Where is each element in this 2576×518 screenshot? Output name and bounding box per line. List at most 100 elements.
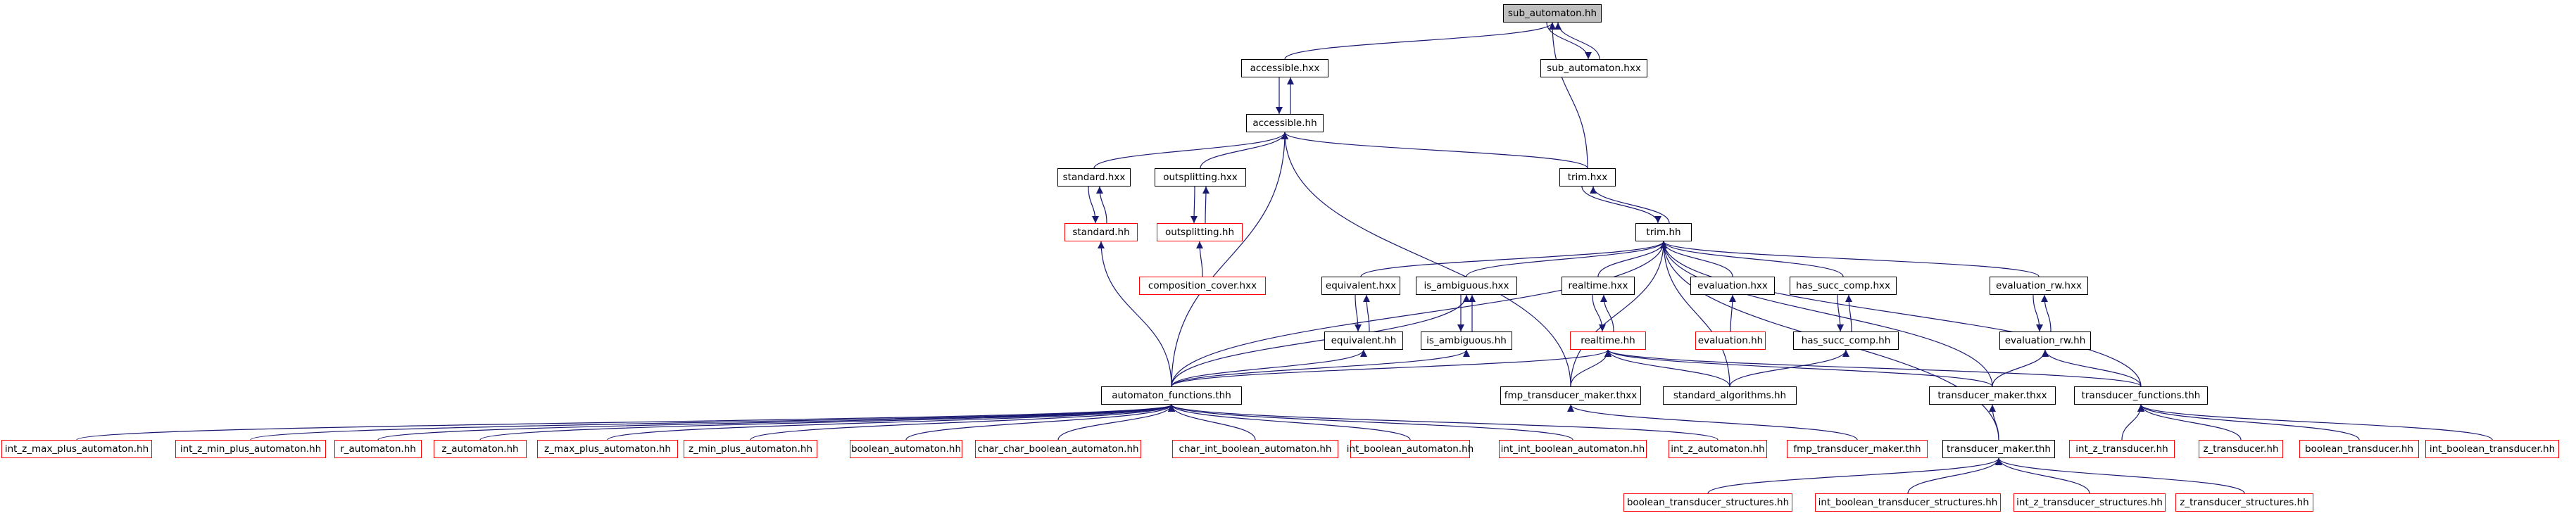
node-int-boolean-transducer-structures-hh[interactable]: int_boolean_transducer_structures.hh: [1815, 493, 2001, 512]
edge-automaton-functions-thh-to-equivalent-hh: [1171, 349, 1367, 387]
node-equivalent-hxx[interactable]: equivalent.hxx: [1321, 277, 1400, 295]
node-is-ambiguous-hxx[interactable]: is_ambiguous.hxx: [1416, 277, 1517, 295]
edge-composition-cover-hxx-to-outsplitting-hh: [1196, 241, 1204, 277]
edge-char-char-boolean-automaton-hh-to-automaton-functions-thh: [1057, 404, 1175, 441]
edge-z-max-plus-automaton-hh-to-automaton-functions-thh: [607, 404, 1175, 441]
edge-transducer-functions-thh-to-trim-hh: [1660, 241, 2142, 387]
edge-boolean-transducer-hh-to-transducer-functions-thh: [2137, 404, 2360, 441]
node-fmp-transducer-maker-thxx[interactable]: fmp_transducer_maker.thxx: [1500, 386, 1641, 405]
node-standard-algorithms-hh[interactable]: standard_algorithms.hh: [1663, 386, 1797, 405]
edge-equivalent-hh-to-equivalent-hxx: [1363, 294, 1371, 332]
edge-has-succ-comp-hh-to-has-succ-comp-hxx: [1845, 294, 1853, 332]
node-transducer-maker-thxx[interactable]: transducer_maker.thxx: [1929, 386, 2056, 405]
edge-evaluation-rw-hxx-to-trim-hh: [1660, 241, 2040, 277]
node-int-z-max-plus-automaton-hh[interactable]: int_z_max_plus_automaton.hh: [1, 440, 152, 458]
edge-standard-hxx-to-standard-hh: [1088, 186, 1099, 224]
edge-automaton-functions-thh-to-standard-hh: [1098, 241, 1172, 387]
node-realtime-hxx[interactable]: realtime.hxx: [1562, 277, 1635, 295]
node-z-min-plus-automaton-hh[interactable]: z_min_plus_automaton.hh: [684, 440, 817, 458]
edge-int-boolean-transducer-hh-to-transducer-functions-thh: [2137, 404, 2493, 441]
edge-trim-hxx-to-trim-hh: [1581, 186, 1661, 224]
edge-trim-hxx-to-sub-automaton-hh: [1549, 22, 1588, 169]
node-int-z-transducer-hh[interactable]: int_z_transducer.hh: [2069, 440, 2175, 458]
edge-boolean-transducer-structures-hh-to-transducer-maker-thh: [1707, 457, 2002, 494]
edge-standard-algorithms-hh-to-has-succ-comp-hh: [1729, 349, 1849, 387]
edge-r-automaton-hh-to-automaton-functions-thh: [377, 404, 1175, 441]
edge-equivalent-hxx-to-trim-hh: [1360, 241, 1667, 277]
edge-realtime-hxx-to-realtime-hh: [1592, 294, 1606, 332]
edge-transducer-maker-thxx-to-trim-hh: [1660, 241, 1993, 387]
edge-trim-hh-to-trim-hxx: [1590, 186, 1670, 224]
node-evaluation-hxx[interactable]: evaluation.hxx: [1690, 277, 1775, 295]
edge-automaton-functions-thh-to-realtime-hh: [1171, 349, 1611, 387]
node-standard-hh[interactable]: standard.hh: [1064, 223, 1138, 241]
node-z-max-plus-automaton-hh[interactable]: z_max_plus_automaton.hh: [537, 440, 678, 458]
node-evaluation-rw-hxx[interactable]: evaluation_rw.hxx: [1990, 277, 2088, 295]
node-realtime-hh[interactable]: realtime.hh: [1570, 331, 1646, 350]
edge-fmp-transducer-maker-thh-to-fmp-transducer-maker-thxx: [1567, 404, 1858, 441]
edge-standard-hxx-to-accessible-hh: [1093, 132, 1288, 169]
node-fmp-transducer-maker-thh[interactable]: fmp_transducer_maker.thh: [1787, 440, 1928, 458]
node-is-ambiguous-hh[interactable]: is_ambiguous.hh: [1421, 331, 1512, 350]
edge-z-min-plus-automaton-hh-to-automaton-functions-thh: [750, 404, 1175, 441]
edge-automaton-functions-thh-to-trim-hh: [1171, 241, 1667, 387]
node-int-int-boolean-automaton-hh[interactable]: int_int_boolean_automaton.hh: [1499, 440, 1647, 458]
node-transducer-functions-thh[interactable]: transducer_functions.thh: [2074, 386, 2208, 405]
node-outsplitting-hxx[interactable]: outsplitting.hxx: [1155, 168, 1246, 187]
node-evaluation-rw-hh[interactable]: evaluation_rw.hh: [1999, 331, 2091, 350]
edge-has-succ-comp-hxx-to-trim-hh: [1660, 241, 1844, 277]
node-z-automaton-hh[interactable]: z_automaton.hh: [434, 440, 527, 458]
edge-standard-algorithms-hh-to-trim-hh: [1660, 241, 1730, 387]
edge-equivalent-hxx-to-equivalent-hh: [1354, 294, 1362, 332]
edge-z-transducer-hh-to-transducer-functions-thh: [2137, 404, 2242, 441]
edge-standard-algorithms-hh-to-realtime-hh: [1604, 349, 1730, 387]
node-transducer-maker-thh[interactable]: transducer_maker.thh: [1942, 440, 2055, 458]
edge-z-automaton-hh-to-automaton-functions-thh: [479, 404, 1175, 441]
edge-trim-hxx-to-accessible-hh: [1281, 132, 1588, 169]
node-has-succ-comp-hxx[interactable]: has_succ_comp.hxx: [1790, 277, 1897, 295]
edge-standard-hh-to-standard-hxx: [1096, 186, 1107, 224]
edge-transducer-maker-thxx-to-realtime-hh: [1604, 349, 1993, 387]
node-boolean-transducer-structures-hh[interactable]: boolean_transducer_structures.hh: [1623, 493, 1792, 512]
node-accessible-hh[interactable]: accessible.hh: [1246, 114, 1324, 132]
node-z-transducer-hh[interactable]: z_transducer.hh: [2199, 440, 2283, 458]
node-trim-hxx[interactable]: trim.hxx: [1559, 168, 1616, 187]
node-char-char-boolean-automaton-hh[interactable]: char_char_boolean_automaton.hh: [975, 440, 1141, 458]
edge-outsplitting-hxx-to-accessible-hh: [1200, 132, 1288, 169]
node-int-z-automaton-hh[interactable]: int_z_automaton.hh: [1669, 440, 1767, 458]
edge-int-boolean-transducer-structures-hh-to-transducer-maker-thh: [1907, 457, 2002, 494]
node-int-z-transducer-structures-hh[interactable]: int_z_transducer_structures.hh: [2013, 493, 2166, 512]
edge-realtime-hh-to-realtime-hxx: [1600, 294, 1614, 332]
node-int-boolean-transducer-hh[interactable]: int_boolean_transducer.hh: [2425, 440, 2559, 458]
edge-int-z-transducer-structures-hh-to-transducer-maker-thh: [1995, 457, 2090, 494]
node-standard-hxx[interactable]: standard.hxx: [1057, 168, 1131, 187]
edge-transducer-functions-thh-to-evaluation-rw-hh: [2042, 349, 2142, 387]
node-int-z-min-plus-automaton-hh[interactable]: int_z_min_plus_automaton.hh: [175, 440, 326, 458]
edge-accessible-hxx-to-sub-automaton-hh: [1284, 22, 1556, 60]
node-evaluation-hh[interactable]: evaluation.hh: [1695, 331, 1766, 350]
edge-automaton-functions-thh-to-is-ambiguous-hh: [1171, 349, 1470, 387]
node-sub-automaton-hxx[interactable]: sub_automaton.hxx: [1540, 59, 1647, 77]
node-sub-automaton-hh: sub_automaton.hh: [1503, 4, 1602, 23]
node-trim-hh[interactable]: trim.hh: [1635, 223, 1692, 241]
edge-evaluation-hh-to-evaluation-hxx: [1728, 294, 1736, 332]
node-outsplitting-hh[interactable]: outsplitting.hh: [1157, 223, 1243, 241]
node-z-transducer-structures-hh[interactable]: z_transducer_structures.hh: [2175, 493, 2313, 512]
node-composition-cover-hxx[interactable]: composition_cover.hxx: [1139, 277, 1266, 295]
edge-int-int-boolean-automaton-hh-to-automaton-functions-thh: [1168, 404, 1573, 441]
node-boolean-automaton-hh[interactable]: boolean_automaton.hh: [850, 440, 962, 458]
edge-evaluation-rw-hh-to-evaluation-rw-hxx: [2041, 294, 2052, 332]
edge-has-succ-comp-hxx-to-has-succ-comp-hh: [1836, 294, 1844, 332]
edge-transducer-maker-thh-to-transducer-maker-thxx: [1989, 404, 1999, 441]
node-r-automaton-hh[interactable]: r_automaton.hh: [334, 440, 422, 458]
edge-is-ambiguous-hxx-to-trim-hh: [1466, 241, 1667, 277]
node-char-int-boolean-automaton-hh[interactable]: char_int_boolean_automaton.hh: [1172, 440, 1338, 458]
edge-int-z-max-plus-automaton-hh-to-automaton-functions-thh: [76, 404, 1175, 441]
node-accessible-hxx[interactable]: accessible.hxx: [1241, 59, 1328, 77]
node-boolean-transducer-hh[interactable]: boolean_transducer.hh: [2299, 440, 2419, 458]
node-automaton-functions-thh[interactable]: automaton_functions.thh: [1101, 386, 1242, 405]
edge-fmp-transducer-maker-thxx-to-trim-hh: [1570, 241, 1667, 387]
node-int-boolean-automaton-hh[interactable]: int_boolean_automaton.hh: [1347, 440, 1474, 458]
node-has-succ-comp-hh[interactable]: has_succ_comp.hh: [1793, 331, 1899, 350]
node-equivalent-hh[interactable]: equivalent.hh: [1324, 331, 1403, 350]
